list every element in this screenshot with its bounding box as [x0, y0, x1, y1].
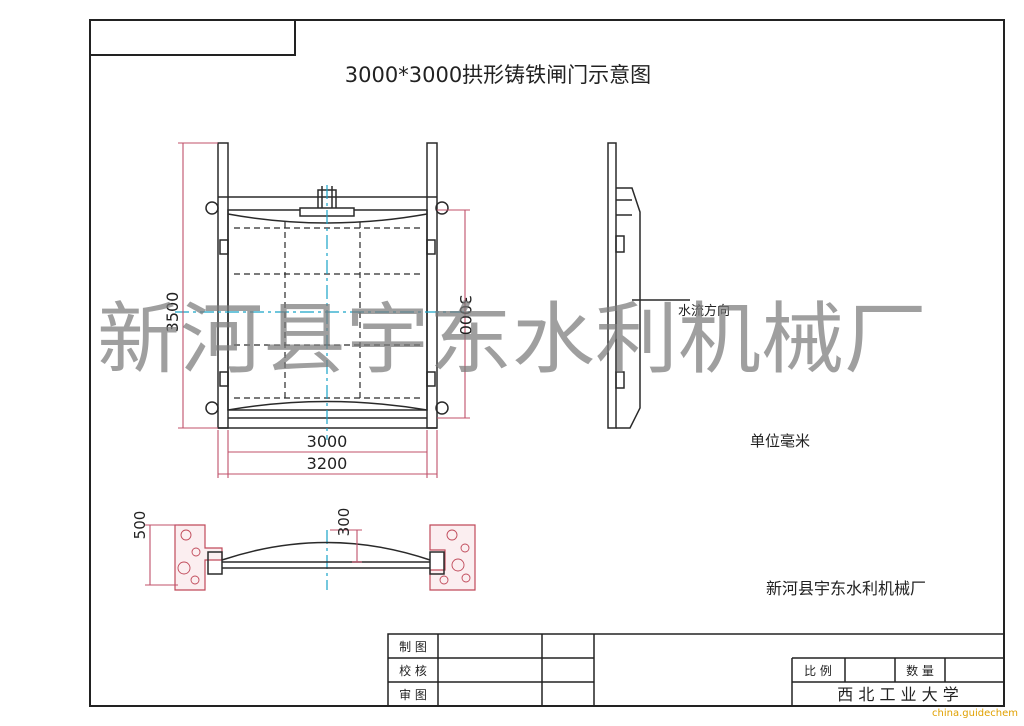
dim-height-inner: 3000 [456, 295, 475, 336]
title-block [387, 633, 1005, 707]
side-elevation [607, 142, 690, 429]
unit-note: 单位毫米 [750, 432, 810, 450]
flow-direction-label: 水流方向 [678, 303, 730, 319]
dim-width-inner: 3000 [307, 432, 348, 451]
reviewed-by-label: 审 图 [399, 687, 427, 702]
dim-width-outer: 3200 [307, 454, 348, 473]
right-masonry [429, 524, 476, 591]
section-view [145, 524, 476, 591]
drawing-title: 3000*3000拱形铸铁闸门示意图 [345, 63, 651, 87]
scale-label: 比 例 [804, 664, 832, 678]
quantity-label: 数 量 [906, 663, 934, 678]
bottom-arch [227, 400, 428, 411]
institution-label: 西 北 工 业 大 学 [837, 685, 958, 704]
dimension-lines [178, 142, 470, 478]
checked-by-label: 校 核 [399, 663, 427, 678]
watermark-text: 新河县宇东水利机械厂 [97, 295, 927, 385]
company-label: 新河县宇东水利机械厂 [766, 579, 926, 598]
dim-height-outer: 3500 [163, 292, 182, 333]
left-masonry [174, 524, 223, 591]
dim-section-300: 300 [335, 508, 353, 537]
dim-section-500: 500 [131, 511, 149, 540]
centerlines [175, 185, 470, 590]
top-left-label-box [89, 19, 296, 56]
drawn-by-label: 制 图 [399, 640, 427, 654]
watermark-source: china.guidechem [932, 708, 1018, 719]
